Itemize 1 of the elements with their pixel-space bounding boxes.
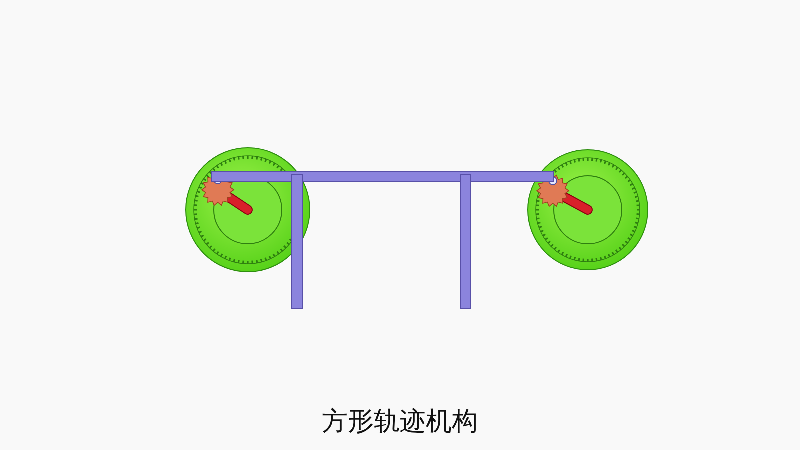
- caption: 方形轨迹机构: [322, 406, 478, 439]
